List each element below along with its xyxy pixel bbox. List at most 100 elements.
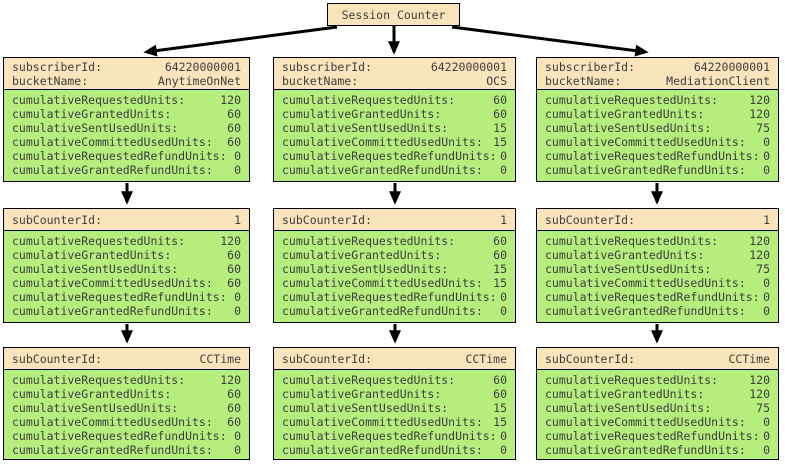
field-value: 0 xyxy=(500,163,507,177)
field-value: 0 xyxy=(763,304,770,318)
field-row: cumulativeRequestedUnits:60 xyxy=(282,93,507,107)
field-value: 0 xyxy=(234,149,241,163)
node-header: subCounterId:1 xyxy=(537,209,778,231)
field-value: 60 xyxy=(227,262,241,276)
field-row: cumulativeGrantedUnits:60 xyxy=(12,248,241,262)
field-row: cumulativeSentUsedUnits:60 xyxy=(12,121,241,135)
header-value: 64220000001 xyxy=(430,60,507,74)
arrow-root-to-anytimeonnet xyxy=(143,25,338,57)
node-header: subCounterId:1 xyxy=(4,209,249,231)
header-row: subCounterId:CCTime xyxy=(12,352,241,366)
field-row: cumulativeRequestedUnits:120 xyxy=(12,93,241,107)
node-header: subscriberId:64220000001 bucketName:Anyt… xyxy=(4,58,249,90)
field-value: 0 xyxy=(763,443,770,457)
field-row: cumulativeRequestedUnits:60 xyxy=(282,373,507,387)
field-value: 15 xyxy=(493,276,507,290)
node-header: subCounterId:CCTime xyxy=(537,348,778,370)
header-value: CCTime xyxy=(465,352,507,366)
field-row: cumulativeSentUsedUnits:75 xyxy=(545,121,770,135)
field-value: 0 xyxy=(763,135,770,149)
subcounter-node-anytimeonnet: subCounterId:1 cumulativeRequestedUnits:… xyxy=(3,208,250,323)
field-key: cumulativeRequestedRefundUnits: xyxy=(545,290,760,304)
field-value: 0 xyxy=(763,429,770,443)
field-row: cumulativeGrantedRefundUnits:0 xyxy=(12,163,241,177)
field-value: 75 xyxy=(756,121,770,135)
field-value: 120 xyxy=(749,373,770,387)
field-value: 15 xyxy=(493,121,507,135)
field-key: cumulativeRequestedUnits: xyxy=(12,93,186,107)
field-value: 0 xyxy=(763,149,770,163)
field-key: cumulativeGrantedUnits: xyxy=(282,248,442,262)
field-value: 0 xyxy=(500,304,507,318)
field-value: 0 xyxy=(234,304,241,318)
field-key: cumulativeRequestedRefundUnits: xyxy=(282,290,497,304)
bucket-node-ocs: subscriberId:64220000001 bucketName:OCS … xyxy=(273,57,516,182)
field-key: cumulativeRequestedRefundUnits: xyxy=(545,429,760,443)
field-row: cumulativeRequestedRefundUnits:0 xyxy=(282,290,507,304)
field-value: 15 xyxy=(493,135,507,149)
field-row: cumulativeGrantedRefundUnits: 0 xyxy=(545,163,770,177)
field-value: 60 xyxy=(227,415,241,429)
field-key: cumulativeRequestedRefundUnits: xyxy=(545,149,760,163)
node-header: subscriberId:64220000001 bucketName:OCS xyxy=(274,58,515,90)
field-value: 60 xyxy=(493,234,507,248)
header-key: subCounterId: xyxy=(545,213,636,227)
field-key: cumulativeRequestedUnits: xyxy=(545,373,719,387)
field-row: cumulativeGrantedUnits:120 xyxy=(545,107,770,121)
subcounter-node-mediationclient: subCounterId:1 cumulativeRequestedUnits:… xyxy=(536,208,779,323)
field-key: cumulativeCommittedUsedUnits: xyxy=(545,276,746,290)
field-key: cumulativeGrantedUnits: xyxy=(12,107,172,121)
field-value: 60 xyxy=(227,135,241,149)
node-body: cumulativeRequestedUnits:60 cumulativeGr… xyxy=(274,90,515,177)
field-row: cumulativeRequestedUnits:120 xyxy=(545,234,770,248)
header-row: subCounterId:1 xyxy=(12,213,241,227)
subcounter-node-ocs: subCounterId:1 cumulativeRequestedUnits:… xyxy=(273,208,516,323)
field-row: cumulativeRequestedUnits:60 xyxy=(282,234,507,248)
field-value: 120 xyxy=(749,107,770,121)
field-row: cumulativeGrantedRefundUnits:0 xyxy=(12,443,241,457)
field-row: cumulativeCommittedUsedUnits: 15 xyxy=(282,135,507,149)
cctime-node-ocs: subCounterId:CCTime cumulativeRequestedU… xyxy=(273,347,516,460)
field-value: 60 xyxy=(227,387,241,401)
field-key: cumulativeGrantedRefundUnits: xyxy=(545,163,746,177)
field-value: 120 xyxy=(220,234,241,248)
field-value: 0 xyxy=(763,163,770,177)
field-row: cumulativeCommittedUsedUnits:15 xyxy=(282,415,507,429)
field-row: cumulativeCommittedUsedUnits:0 xyxy=(545,415,770,429)
header-value: 64220000001 xyxy=(164,60,241,74)
field-value: 60 xyxy=(493,387,507,401)
field-row: cumulativeCommittedUsedUnits:60 xyxy=(12,135,241,149)
field-row: cumulativeRequestedUnits: 120 xyxy=(545,373,770,387)
header-row: subCounterId:CCTime xyxy=(545,352,770,366)
field-key: cumulativeCommittedUsedUnits: xyxy=(282,135,483,149)
node-header: subCounterId:1 xyxy=(274,209,515,231)
header-row: bucketName:MediationClient xyxy=(545,74,770,88)
header-value: OCS xyxy=(486,74,507,88)
field-key: cumulativeCommittedUsedUnits: xyxy=(282,276,483,290)
field-row: cumulativeRequestedRefundUnits:0 xyxy=(12,290,241,304)
header-key: bucketName: xyxy=(12,74,89,88)
header-row: bucketName:AnytimeOnNet xyxy=(12,74,241,88)
field-key: cumulativeGrantedUnits: xyxy=(545,248,705,262)
field-value: 0 xyxy=(234,443,241,457)
field-value: 0 xyxy=(234,290,241,304)
field-value: 60 xyxy=(493,107,507,121)
field-value: 0 xyxy=(763,415,770,429)
header-value: 64220000001 xyxy=(693,60,770,74)
field-row: cumulativeRequestedRefundUnits:0 xyxy=(282,149,507,163)
field-row: cumulativeRequestedRefundUnits:0 xyxy=(282,429,507,443)
header-row: subscriberId:64220000001 xyxy=(282,60,507,74)
field-value: 60 xyxy=(227,107,241,121)
header-value: 1 xyxy=(234,213,241,227)
field-value: 15 xyxy=(493,415,507,429)
cctime-node-anytimeonnet: subCounterId:CCTime cumulativeRequestedU… xyxy=(3,347,250,460)
field-key: cumulativeRequestedUnits: xyxy=(545,93,719,107)
field-value: 120 xyxy=(749,387,770,401)
field-key: cumulativeGrantedRefundUnits: xyxy=(545,443,746,457)
field-row: cumulativeGrantedUnits:60 xyxy=(282,107,507,121)
field-row: cumulativeGrantedRefundUnits:0 xyxy=(282,163,507,177)
field-value: 60 xyxy=(227,121,241,135)
header-row: subscriberId:64220000001 xyxy=(545,60,770,74)
field-key: cumulativeRequestedUnits: xyxy=(12,373,186,387)
bucket-node-anytimeonnet: subscriberId:64220000001 bucketName:Anyt… xyxy=(3,57,250,182)
